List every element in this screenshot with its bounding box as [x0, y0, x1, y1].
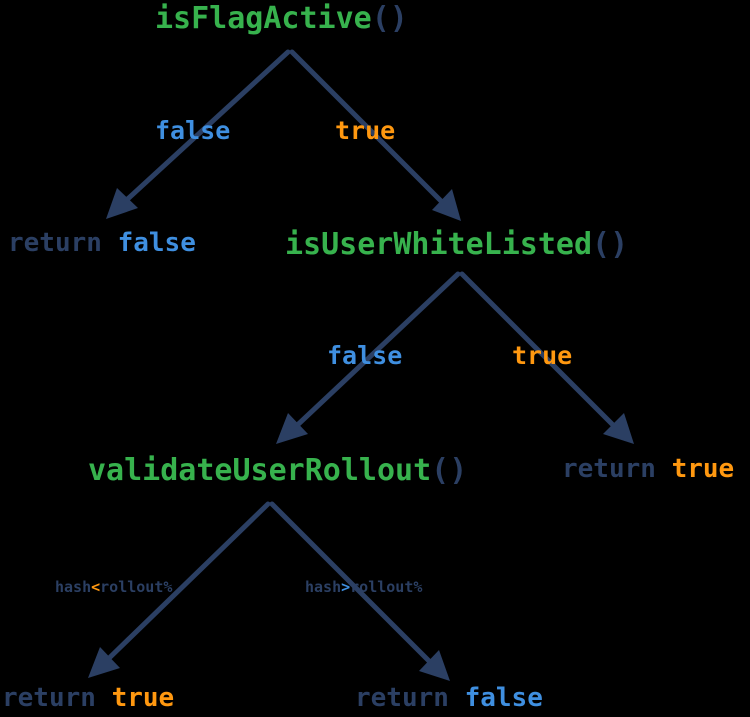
arrowhead-whitelist-true — [603, 413, 634, 444]
leaf-1-value: false — [117, 228, 196, 258]
leaf-1-keyword: return — [8, 228, 102, 258]
leaf-3-value: true — [111, 683, 175, 713]
node-validate-user-rollout-name: validateUserRollout — [88, 453, 432, 488]
leaf-return-true-1: return true — [562, 456, 734, 482]
branch-label-rollout-lt: hash<rollout% — [55, 580, 172, 595]
branch-label-root-false: false — [155, 116, 231, 145]
arrowhead-rollout-lt — [88, 647, 120, 678]
node-is-flag-active: isFlagActive() — [155, 4, 408, 34]
node-validate-user-rollout-parens: () — [431, 453, 468, 488]
leaf-4-value: false — [464, 683, 543, 713]
leaf-return-true-2: return true — [2, 685, 174, 711]
node-is-flag-active-name: isFlagActive — [155, 1, 372, 36]
arrowhead-rollout-gt — [419, 650, 450, 681]
branch-label-rollout-gt: hash>rollout% — [305, 580, 422, 595]
node-validate-user-rollout: validateUserRollout() — [88, 456, 467, 486]
node-is-flag-active-parens: () — [371, 1, 408, 36]
node-is-user-white-listed: isUserWhiteListed() — [285, 230, 628, 260]
branch-label-root-true: true — [335, 116, 396, 145]
edge-rollout-lt — [99, 501, 271, 668]
leaf-2-value: true — [671, 454, 735, 484]
leaf-return-false-2: return false — [355, 685, 543, 711]
cond-lt-op: < — [91, 578, 101, 596]
edge-whitelist-true — [459, 271, 623, 435]
cond-gt-left: hash — [305, 578, 342, 596]
edge-whitelist-false — [287, 271, 461, 435]
branch-label-whitelist-true: true — [512, 341, 573, 370]
cond-lt-left: hash — [55, 578, 92, 596]
cond-gt-op: > — [341, 578, 351, 596]
branch-label-whitelist-false: false — [327, 341, 403, 370]
leaf-4-keyword: return — [355, 683, 449, 713]
edge-rollout-gt — [269, 501, 439, 671]
cond-gt-right: rollout% — [350, 578, 423, 596]
leaf-return-false-1: return false — [8, 230, 196, 256]
edge-root-false — [117, 49, 291, 209]
cond-lt-right: rollout% — [100, 578, 173, 596]
arrowhead-root-true — [432, 189, 461, 221]
node-is-user-white-listed-parens: () — [592, 227, 629, 262]
node-is-user-white-listed-name: isUserWhiteListed — [285, 227, 593, 262]
leaf-3-keyword: return — [2, 683, 96, 713]
arrowhead-whitelist-false — [276, 413, 308, 444]
leaf-2-keyword: return — [562, 454, 656, 484]
edge-root-true — [289, 49, 451, 211]
arrowhead-root-false — [106, 188, 138, 219]
